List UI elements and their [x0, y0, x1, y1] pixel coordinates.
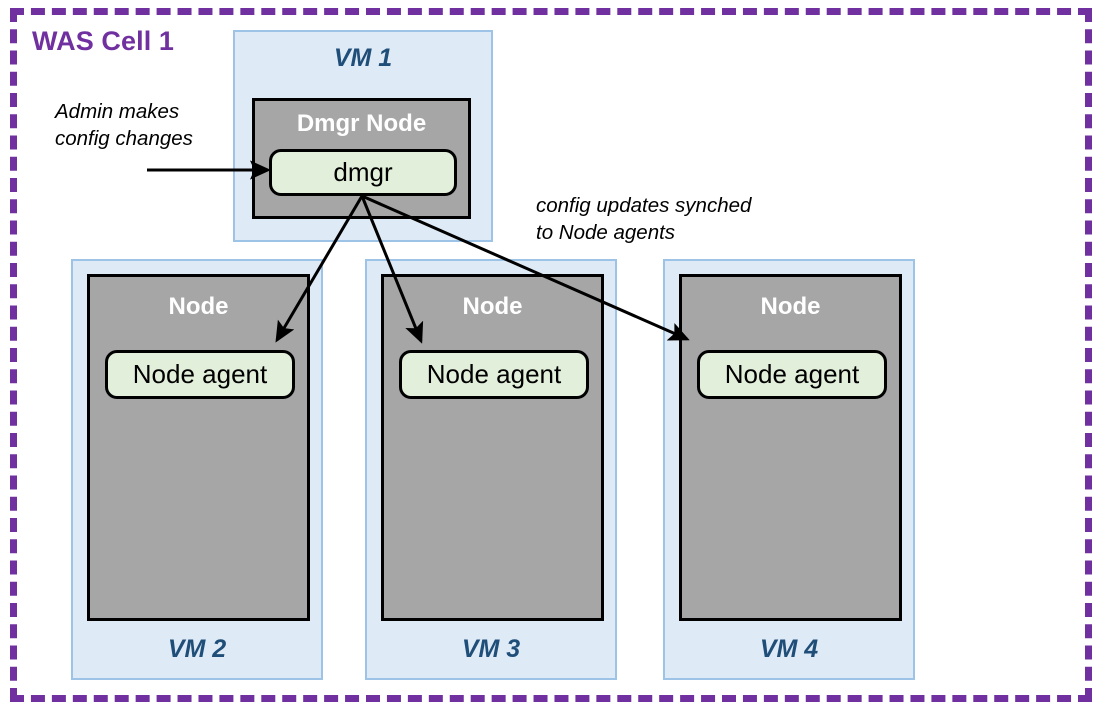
process-pill-vm2-node-agent[interactable]: Node agent [105, 350, 295, 399]
node-box-vm2: Node Node agent [87, 274, 310, 621]
was-cell-boundary [10, 8, 1092, 702]
was-cell-title: WAS Cell 1 [32, 26, 175, 56]
vm-box-vm4: Node Node agent VM 4 [663, 259, 915, 680]
annotation-admin-config-changes: Admin makes config changes [55, 100, 193, 151]
vm-label-vm4: VM 4 [759, 635, 819, 663]
node-title-vm2: Node [168, 293, 229, 320]
annotation-config-updates-synched: config updates synched to Node agents [536, 194, 752, 245]
vm-box-vm1: VM 1 Dmgr Node dmgr [233, 30, 493, 242]
vm-label-vm2: VM 2 [167, 635, 227, 663]
node-box-vm3: Node Node agent [381, 274, 604, 621]
process-pill-vm4-node-agent[interactable]: Node agent [697, 350, 887, 399]
node-title-dmgr: Dmgr Node [296, 110, 427, 137]
node-box-vm4: Node Node agent [679, 274, 902, 621]
process-pill-dmgr[interactable]: dmgr [269, 149, 457, 196]
node-box-dmgr: Dmgr Node dmgr [252, 98, 471, 219]
process-pill-vm3-node-agent[interactable]: Node agent [399, 350, 589, 399]
vm-label-vm1: VM 1 [333, 44, 393, 72]
node-title-vm4: Node [760, 293, 821, 320]
vm-box-vm2: Node Node agent VM 2 [71, 259, 323, 680]
vm-box-vm3: Node Node agent VM 3 [365, 259, 617, 680]
vm-label-vm3: VM 3 [461, 635, 521, 663]
node-title-vm3: Node [462, 293, 523, 320]
